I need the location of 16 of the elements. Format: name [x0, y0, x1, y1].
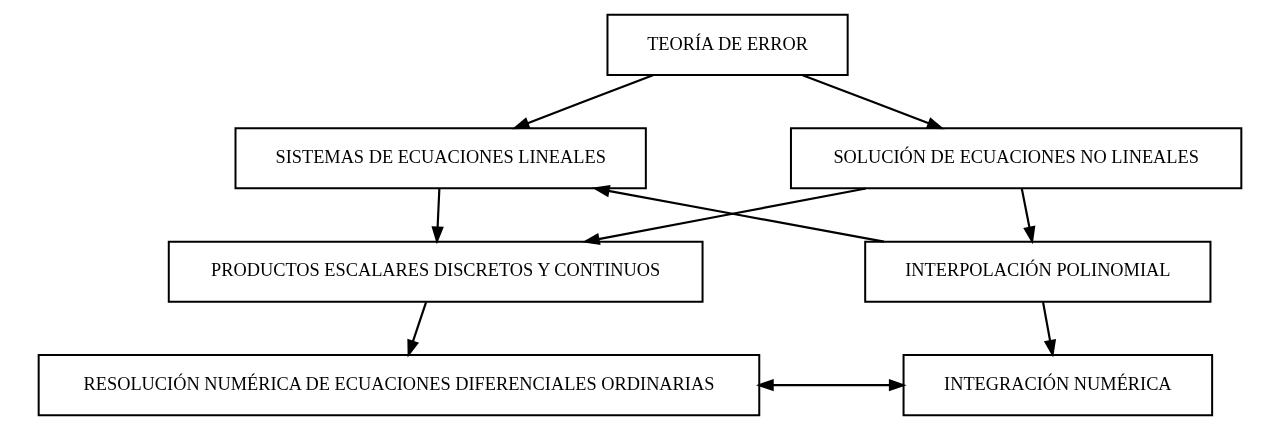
arrow: [430, 188, 444, 245]
arrow: [801, 74, 944, 130]
arrow: [1041, 302, 1056, 358]
arrow: [1020, 188, 1035, 245]
node-box: PRODUCTOS ESCALARES DISCRETOS Y CONTINUOS: [167, 240, 704, 303]
arrow: [406, 301, 427, 358]
node-box: RESOLUCIÓN NUMÉRICA DE ECUACIONES DIFERENCIALES ORDINARIAS: [37, 354, 760, 417]
node-box: SOLUCIÓN DE ECUACIONES NO LINEALES: [789, 127, 1242, 190]
node-box: INTEGRACIÓN NUMÉRICA: [902, 354, 1213, 417]
arrow: [755, 378, 907, 392]
arrow: [591, 184, 884, 243]
arrow: [511, 74, 653, 130]
arrow: [581, 187, 866, 246]
node-box: SISTEMAS DE ECUACIONES LINEALES: [234, 127, 647, 190]
node-box: INTERPOLACIÓN POLINOMIAL: [863, 240, 1211, 303]
node-box: TEORÍA DE ERROR: [605, 13, 849, 76]
